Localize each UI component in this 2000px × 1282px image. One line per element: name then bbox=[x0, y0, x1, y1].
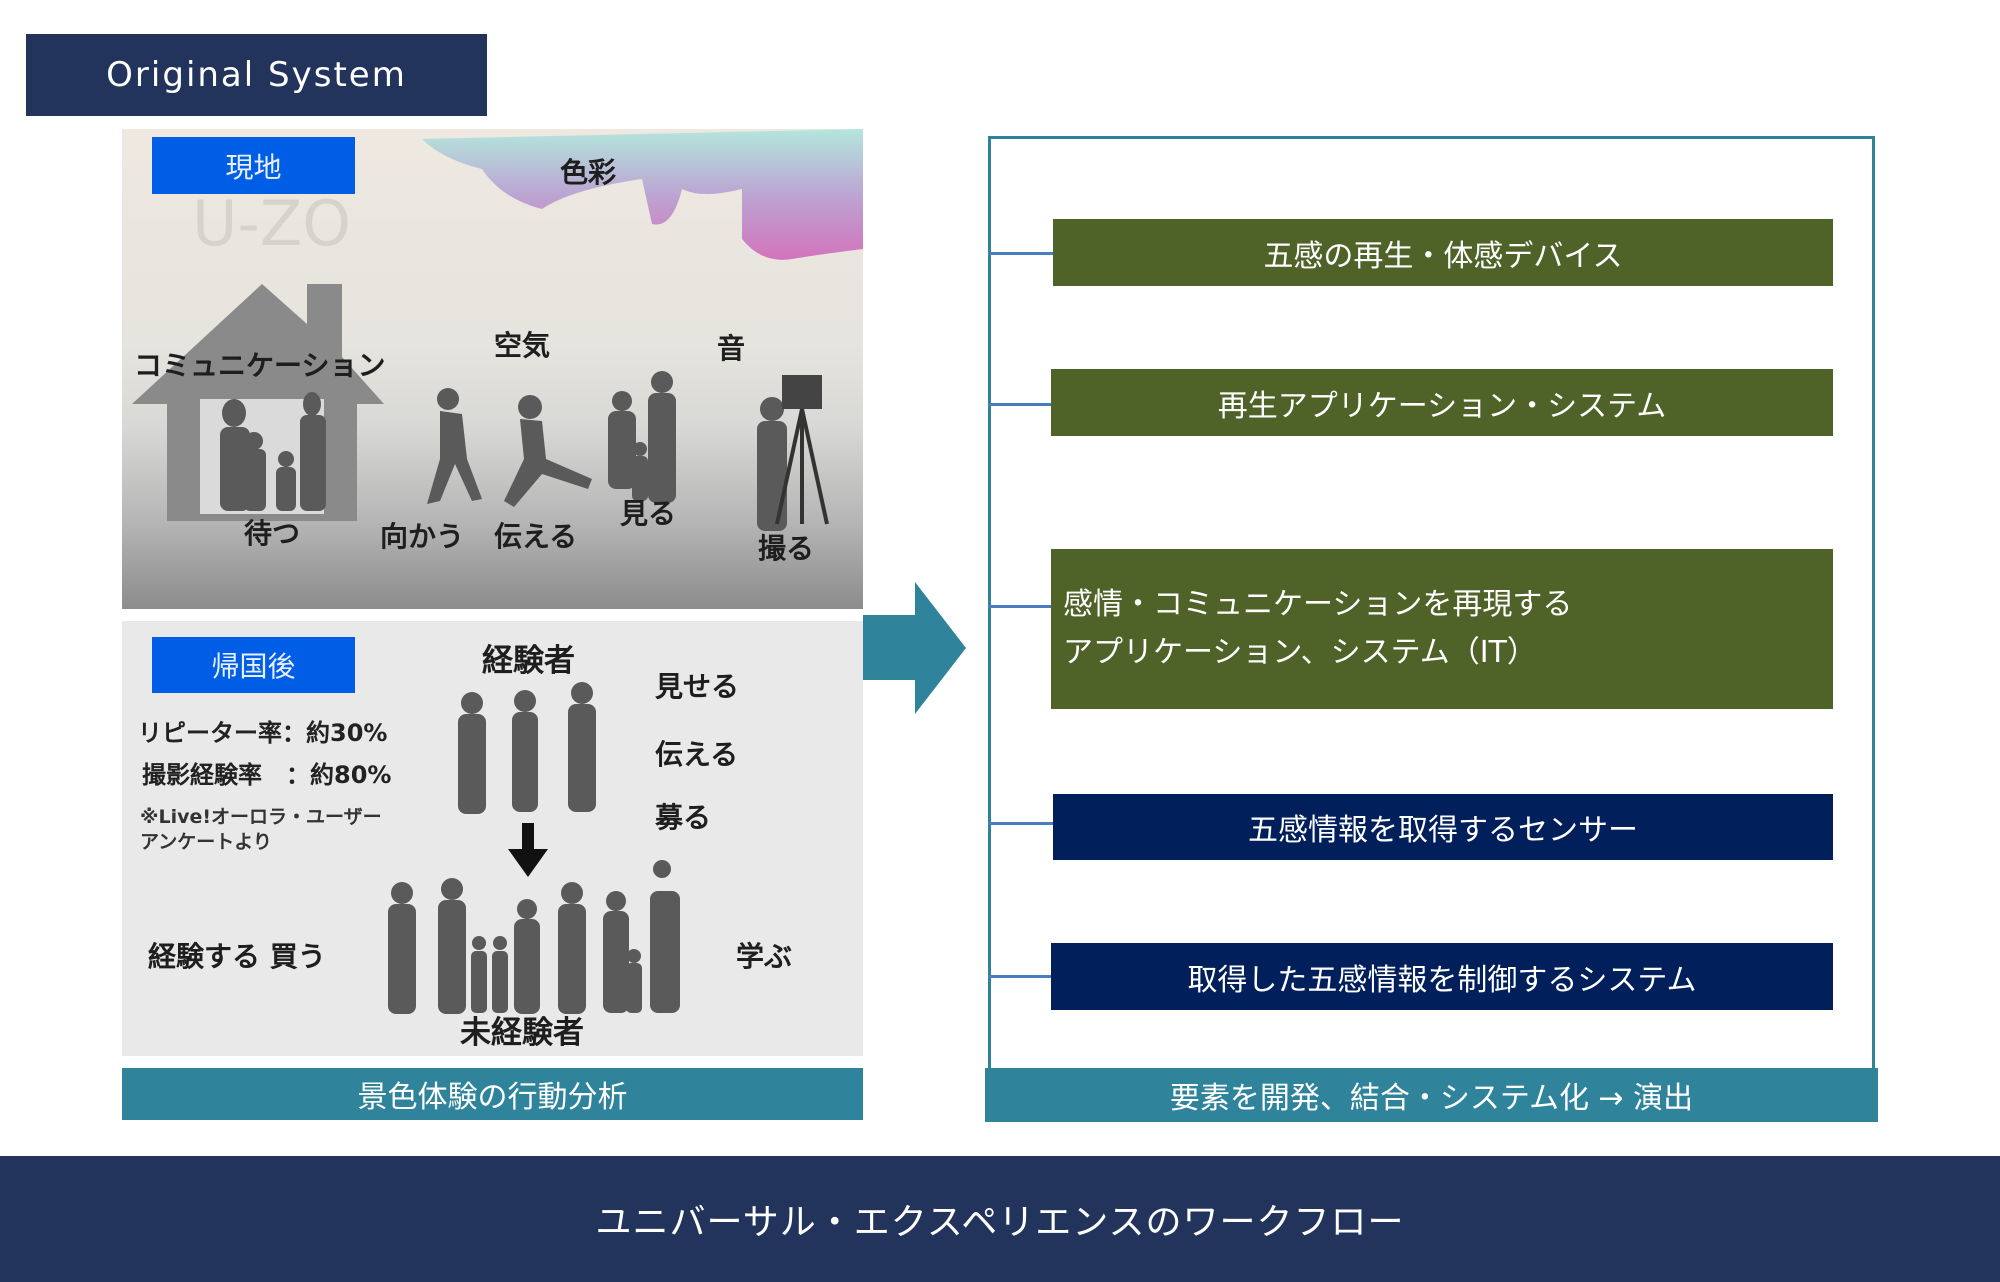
stat-value: 約30% bbox=[306, 719, 388, 747]
component-box-control-system: 取得した五感情報を制御するシステム bbox=[1051, 943, 1833, 1010]
note-line: アンケートより bbox=[140, 831, 272, 853]
box-line: アプリケーション、システム（IT） bbox=[1063, 635, 1537, 670]
right-arrow-icon bbox=[863, 582, 966, 714]
connector-line bbox=[988, 605, 1052, 608]
box-line: 感情・コミュニケーションを再現する bbox=[1063, 587, 1573, 622]
label-go: 向かう bbox=[380, 520, 465, 553]
after-return-tag: 帰国後 bbox=[152, 637, 355, 693]
label-see: 見る bbox=[620, 497, 677, 530]
onsite-tag: 現地 bbox=[152, 137, 355, 194]
left-caption: 景色体験の行動分析 bbox=[122, 1068, 863, 1120]
silhouettes-onsite bbox=[132, 284, 829, 531]
stat-value: 約80% bbox=[310, 761, 392, 789]
label-shoot: 撮る bbox=[758, 532, 815, 565]
component-box-sensory-device: 五感の再生・体感デバイス bbox=[1053, 219, 1833, 286]
label-communication: コミュニケーション bbox=[134, 349, 386, 382]
action-recruit: 募る bbox=[655, 801, 712, 834]
action-show: 見せる bbox=[655, 670, 740, 703]
watermark: U-ZO bbox=[192, 187, 352, 260]
label-convey: 伝える bbox=[494, 520, 578, 553]
component-box-sensor: 五感情報を取得するセンサー bbox=[1053, 794, 1833, 860]
experienced-people-icon bbox=[458, 682, 596, 814]
inexperienced-people-icon bbox=[388, 860, 680, 1014]
label-inexperienced: 未経験者 bbox=[460, 1015, 584, 1051]
connector-line bbox=[988, 975, 1052, 978]
stat-shooting: 撮影経験率 ：約80% bbox=[142, 761, 392, 789]
components-frame bbox=[988, 136, 1875, 1068]
action-convey: 伝える bbox=[655, 738, 739, 771]
component-box-emotion-app: 感情・コミュニケーションを再現する アプリケーション、システム（IT） bbox=[1051, 549, 1833, 709]
footer-title: ユニバーサル・エクスペリエンスのワークフロー bbox=[0, 1156, 2000, 1282]
section-title: Original System bbox=[26, 34, 487, 116]
connector-line bbox=[988, 252, 1054, 255]
runner-woman-icon bbox=[504, 395, 592, 507]
action-learn: 学ぶ bbox=[736, 940, 793, 973]
down-arrow-icon bbox=[508, 823, 548, 877]
aurora-graphic bbox=[422, 129, 863, 260]
label-sound: 音 bbox=[717, 332, 746, 365]
survey-note: ※Live!オーロラ・ユーザーアンケートより bbox=[140, 805, 382, 855]
right-caption: 要素を開発、結合・システム化 → 演出 bbox=[985, 1068, 1878, 1122]
stat-label: リピーター率 bbox=[138, 719, 282, 747]
silhouettes-after bbox=[388, 682, 680, 1014]
action-experience-buy: 経験する 買う bbox=[148, 940, 326, 973]
family-icon bbox=[220, 392, 326, 511]
component-box-playback-app: 再生アプリケーション・システム bbox=[1051, 369, 1833, 436]
photographer-icon bbox=[757, 375, 829, 531]
runner-icon bbox=[427, 388, 482, 504]
group-watching-icon bbox=[608, 371, 676, 503]
label-wait: 待つ bbox=[244, 517, 301, 550]
after-return-panel: 帰国後 リピーター率：約30% 撮影経験率 ：約80% ※Live!オーロラ・ユ… bbox=[122, 621, 863, 1056]
label-color: 色彩 bbox=[560, 156, 617, 189]
connector-line bbox=[988, 403, 1052, 406]
label-air: 空気 bbox=[494, 329, 551, 362]
onsite-panel: 現地 U-ZO 色彩 bbox=[122, 129, 863, 609]
note-line: ※Live!オーロラ・ユーザー bbox=[140, 806, 382, 828]
connector-line bbox=[988, 822, 1054, 825]
stat-label: 撮影経験率 bbox=[142, 761, 262, 789]
stat-repeater: リピーター率：約30% bbox=[138, 719, 388, 747]
label-experienced: 経験者 bbox=[482, 643, 575, 679]
